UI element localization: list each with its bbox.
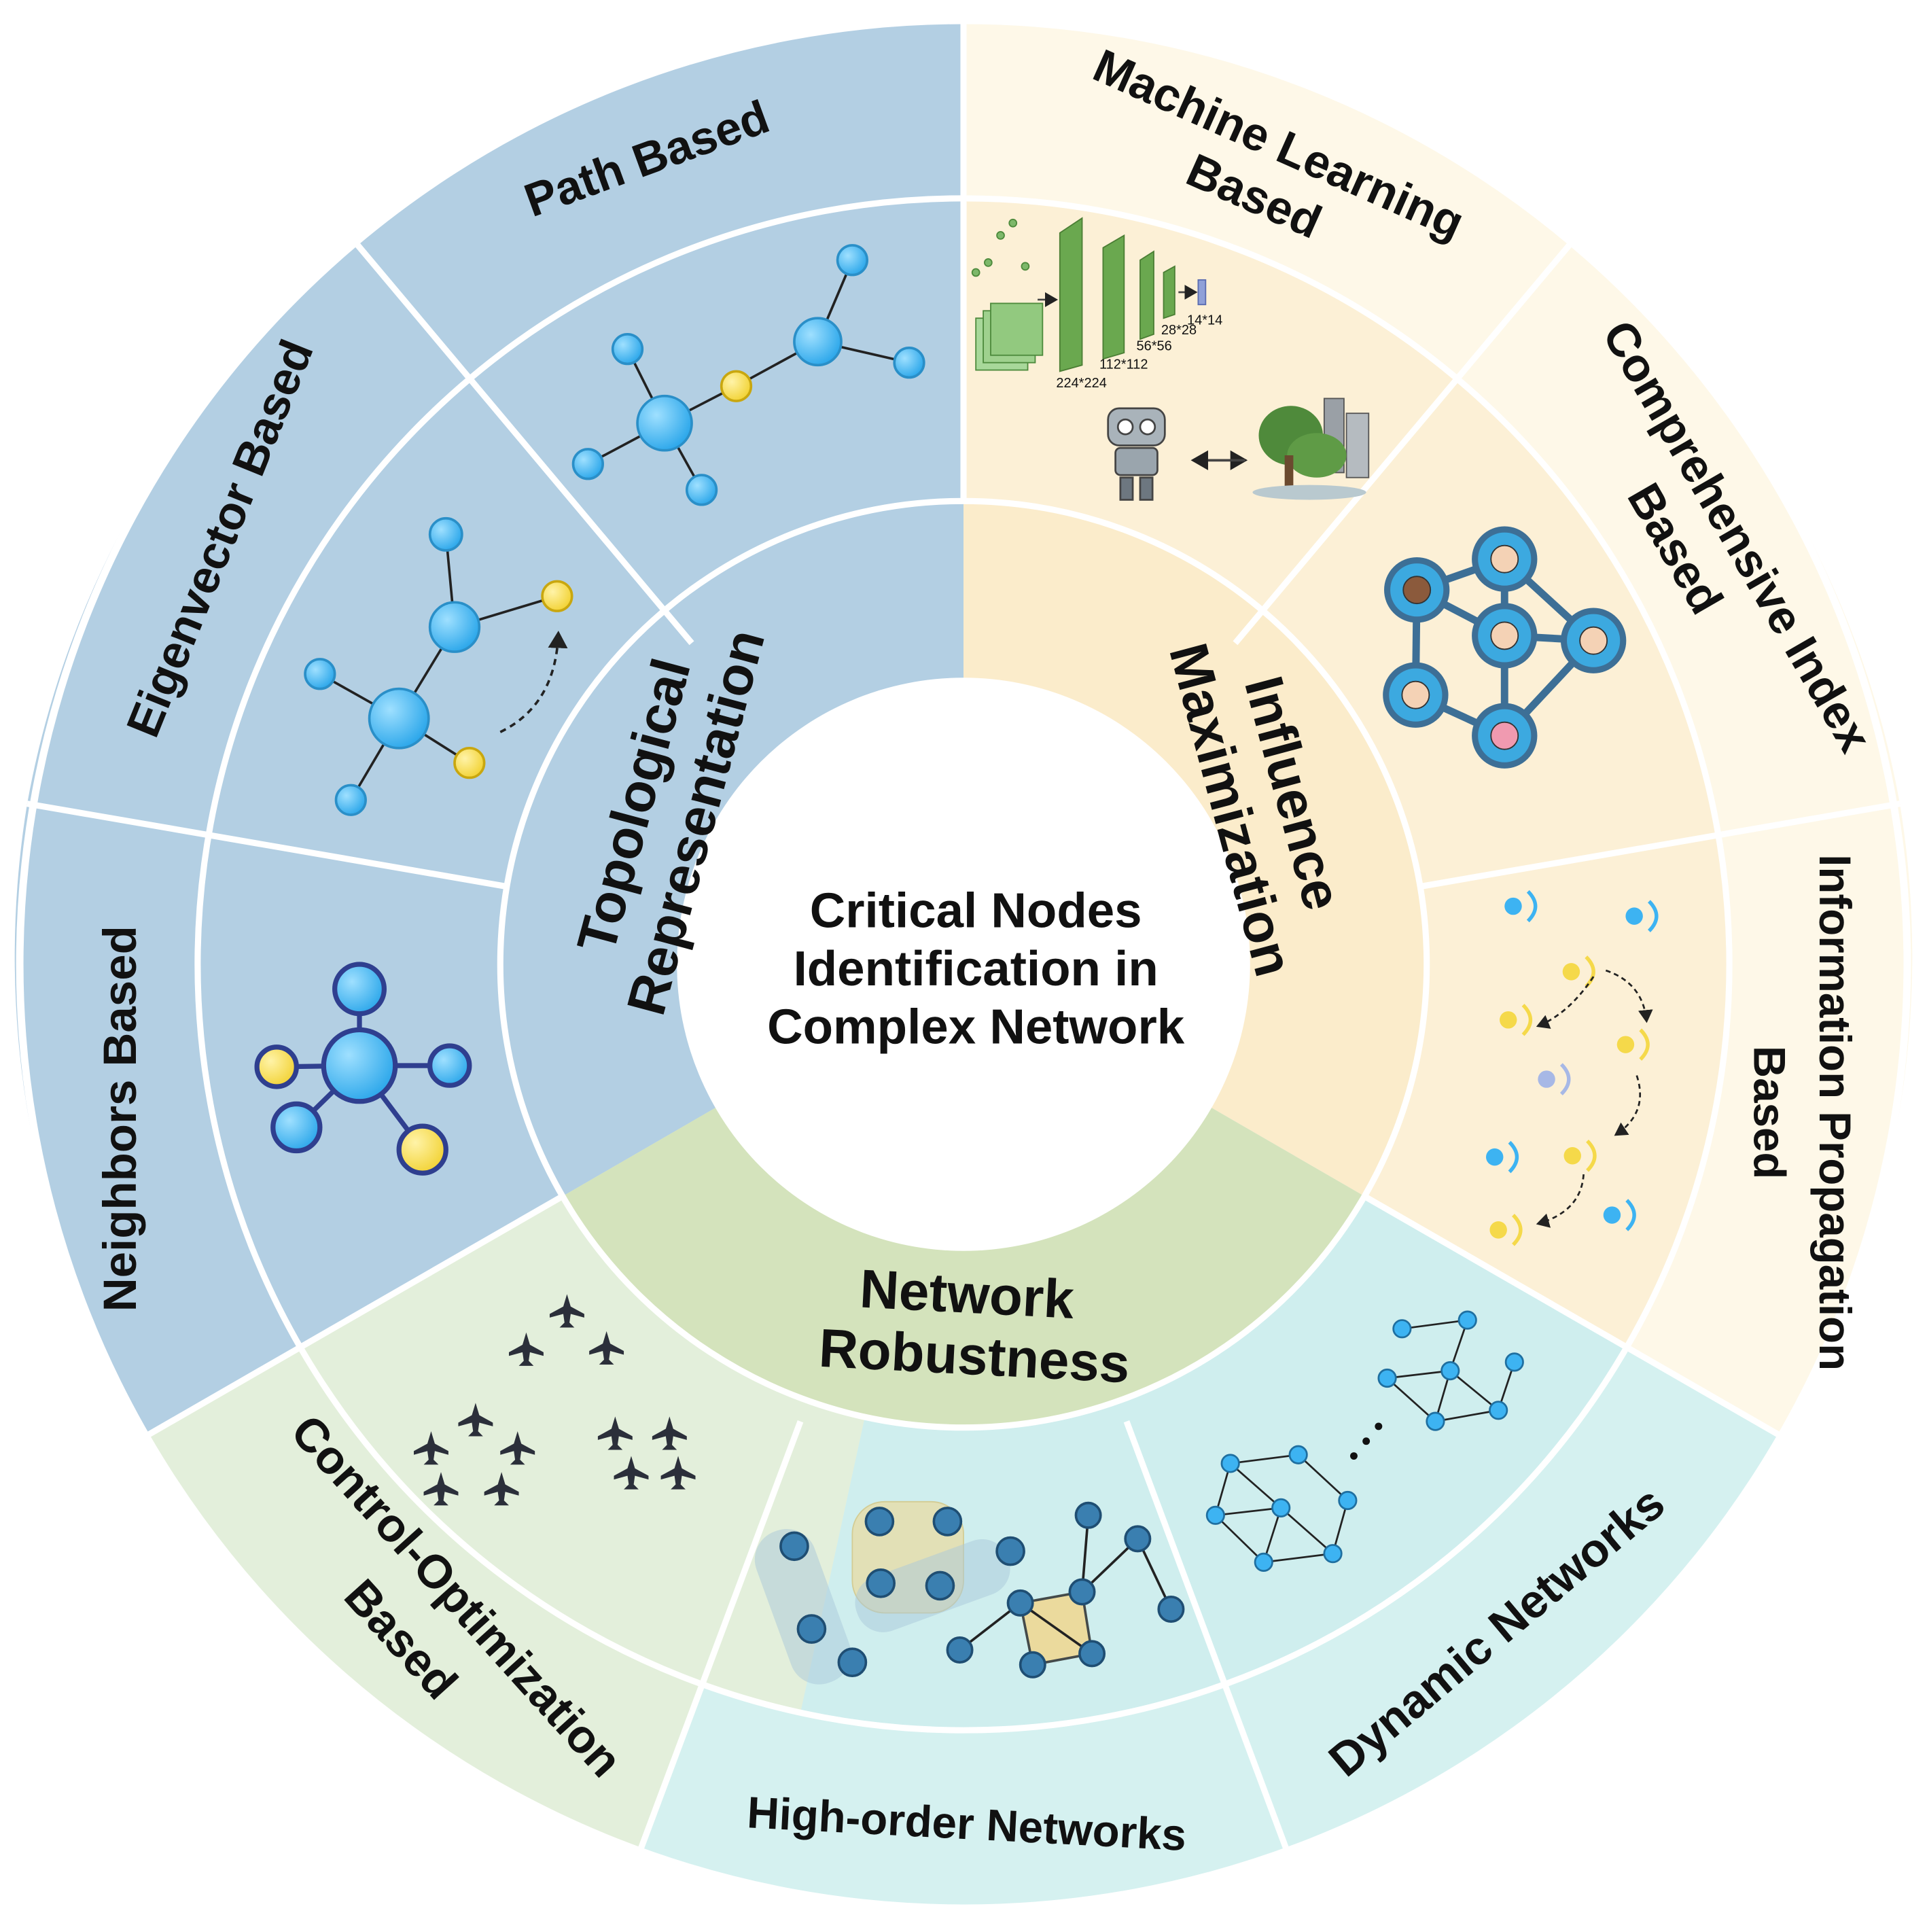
robustness-line1: Network xyxy=(858,1259,1076,1330)
propagation-node xyxy=(1504,897,1522,915)
signal-icon xyxy=(1511,1214,1523,1246)
propagation-node xyxy=(1616,1036,1635,1053)
signal-icon xyxy=(1508,1140,1519,1174)
airplane-icon xyxy=(589,1331,624,1365)
center-title: Critical Nodes Identification in Complex… xyxy=(767,883,1185,1054)
signal-icon xyxy=(1647,900,1659,932)
people-network-icon xyxy=(1383,526,1627,769)
signal-icon xyxy=(1559,1063,1571,1095)
ml-size-1: 112*112 xyxy=(1099,357,1148,372)
center-title-line2: Identification in xyxy=(794,941,1159,996)
propagation-icon xyxy=(1485,890,1659,1246)
hypergraph-icon xyxy=(754,1500,1185,1685)
signal-icon xyxy=(1586,1140,1597,1172)
airplane-icon xyxy=(614,1456,649,1490)
airplane-icon xyxy=(458,1403,493,1437)
airplane-icon xyxy=(660,1456,696,1490)
signal-icon xyxy=(1639,1028,1650,1061)
propagation-node xyxy=(1489,1221,1507,1239)
propagation-node xyxy=(1499,1011,1517,1029)
propagation-node xyxy=(1485,1148,1504,1166)
ml-size-4: 14*14 xyxy=(1187,313,1222,328)
propagation-node xyxy=(1563,1147,1581,1165)
airplane-icon xyxy=(597,1416,633,1450)
center-title-line1: Critical Nodes xyxy=(810,883,1142,938)
ml-size-2: 56*56 xyxy=(1137,338,1172,353)
info-line2: Based xyxy=(1744,1046,1794,1179)
propagation-node xyxy=(1603,1206,1621,1224)
propagation-node xyxy=(1562,963,1580,981)
airplane-icon xyxy=(414,1431,448,1465)
cnn-robot-tree-icon: 224*224 112*112 56*56 28*28 14*14 xyxy=(971,217,1370,501)
dynamic-graph-icon xyxy=(1205,1310,1524,1572)
airplane-icon xyxy=(652,1416,687,1450)
robot-icon xyxy=(1107,407,1166,501)
airplane-icon xyxy=(484,1472,519,1506)
airplane-icon xyxy=(508,1332,544,1366)
signal-icon xyxy=(1625,1199,1636,1231)
ml-size-0: 224*224 xyxy=(1056,376,1106,391)
signal-icon xyxy=(1521,1004,1533,1036)
signal-icon xyxy=(1526,890,1538,923)
airplane-icon xyxy=(423,1472,459,1506)
airplane-formation-icon xyxy=(414,1294,696,1506)
eigenvector-network-icon xyxy=(304,516,573,816)
separators xyxy=(16,16,1911,1912)
propagation-node xyxy=(1625,907,1643,925)
label-neighbors-based: Neighbors Based xyxy=(93,926,146,1312)
neighbors-star-icon xyxy=(254,962,472,1176)
info-line1: Information Propagation xyxy=(1810,854,1860,1371)
center-title-line3: Complex Network xyxy=(767,999,1185,1054)
airplane-icon xyxy=(500,1431,535,1465)
label-info-propagation-based: Information Propagation Based xyxy=(1744,854,1859,1371)
airplane-icon xyxy=(549,1294,584,1328)
center-disk xyxy=(677,678,1250,1251)
path-based-network-icon xyxy=(571,244,925,506)
ml-size-3: 28*28 xyxy=(1161,323,1197,338)
propagation-node xyxy=(1538,1070,1555,1088)
environment-icon xyxy=(1252,398,1370,500)
